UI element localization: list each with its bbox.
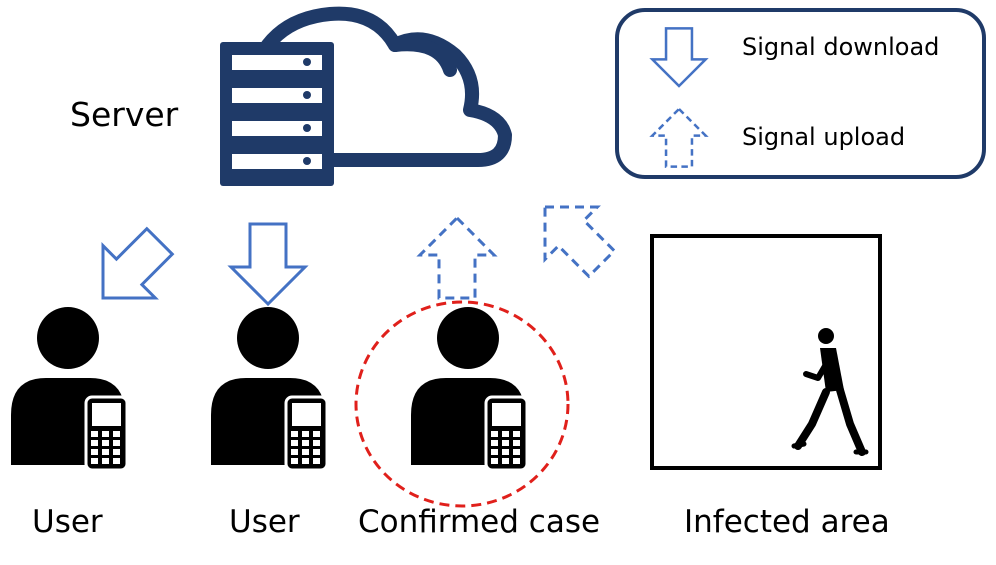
legend-box <box>615 8 986 179</box>
legend: Signal download Signal upload <box>615 8 986 179</box>
legend-download-label: Signal download <box>742 33 939 61</box>
walking-person-icon <box>791 328 869 456</box>
upload-arrow-up-icon <box>418 216 496 300</box>
infected-area-label: Infected area <box>684 504 890 540</box>
download-arrow-diagonal-icon <box>75 213 188 326</box>
server-label: Server <box>70 95 179 134</box>
legend-upload-label: Signal upload <box>742 123 905 151</box>
confirmed-case-highlight <box>354 300 570 508</box>
infected-area-box <box>650 234 882 470</box>
download-arrow-down-icon <box>229 222 307 306</box>
user-2-label: User <box>229 504 300 540</box>
cloud-icon <box>243 6 512 167</box>
server-rack-icon <box>220 42 334 186</box>
confirmed-case-icon <box>409 305 529 472</box>
user-1-icon <box>9 305 129 472</box>
user-1-label: User <box>32 504 103 540</box>
upload-arrow-diagonal-icon <box>517 179 630 292</box>
user-2-icon <box>209 305 329 472</box>
confirmed-case-label: Confirmed case <box>358 504 600 540</box>
